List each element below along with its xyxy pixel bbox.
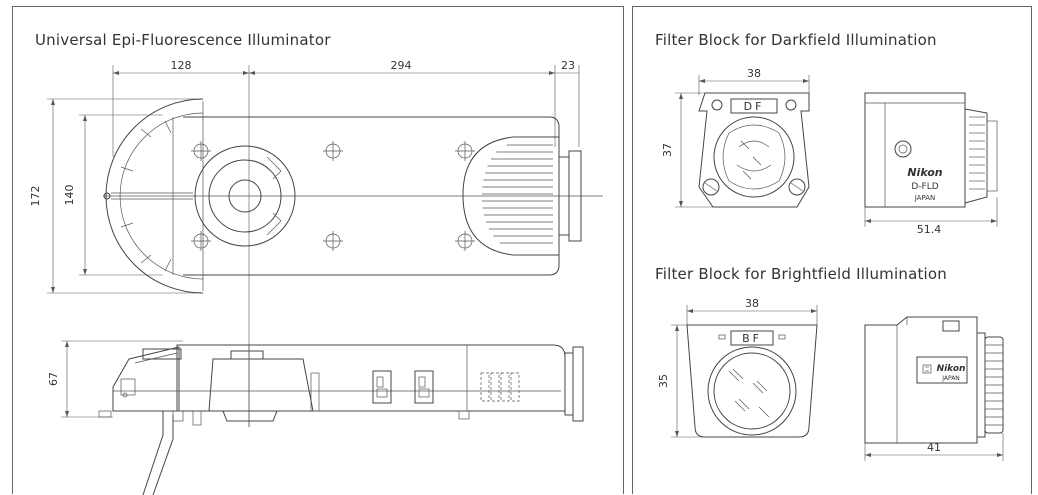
dim-140-label: 140 [63,185,76,206]
dim-67-label: 67 [47,372,60,386]
darkfield-height-label: 37 [661,143,674,157]
filter-blocks-drawing: 38 37 DF [657,67,1004,461]
illuminator-top-view: 128 294 23 172 140 [29,59,603,427]
dim-294-label: 294 [391,59,412,72]
darkfield-title: Filter Block for Darkfield Illumination [655,31,937,49]
brightfield-brand: Nikon [937,364,966,374]
darkfield-front-view: 38 37 DF [661,67,810,208]
brightfield-title: Filter Block for Brightfield Illuminatio… [655,265,947,283]
brightfield-width-label: 38 [745,297,759,310]
filter-blocks-panel: Filter Block for Darkfield Illumination … [632,6,1032,494]
brightfield-depth-label: 41 [927,441,941,454]
darkfield-model: D-FLD [911,182,938,192]
illuminator-side-view: 67 [47,340,584,495]
darkfield-front-label: DF [744,100,765,113]
darkfield-depth-label: 51.4 [917,223,942,236]
brightfield-front-label: BF [742,332,762,345]
darkfield-origin: JAPAN [914,194,936,202]
illuminator-drawing: 128 294 23 172 140 [29,59,603,495]
dim-23-label: 23 [561,59,575,72]
illuminator-panel: Universal Epi-Fluorescence Illuminator 1… [12,6,624,495]
dim-128-label: 128 [171,59,192,72]
dim-172-label: 172 [29,186,42,207]
brightfield-side-view: Nikon JAPAN 41 [864,316,1004,461]
brightfield-height-label: 35 [657,374,670,388]
darkfield-side-view: Nikon D-FLD JAPAN 51.4 [864,92,998,236]
darkfield-brand: Nikon [907,166,942,179]
darkfield-width-label: 38 [747,67,761,80]
illuminator-title: Universal Epi-Fluorescence Illuminator [35,31,331,49]
brightfield-front-view: 38 35 BF [657,297,818,438]
brightfield-origin: JAPAN [941,375,960,382]
